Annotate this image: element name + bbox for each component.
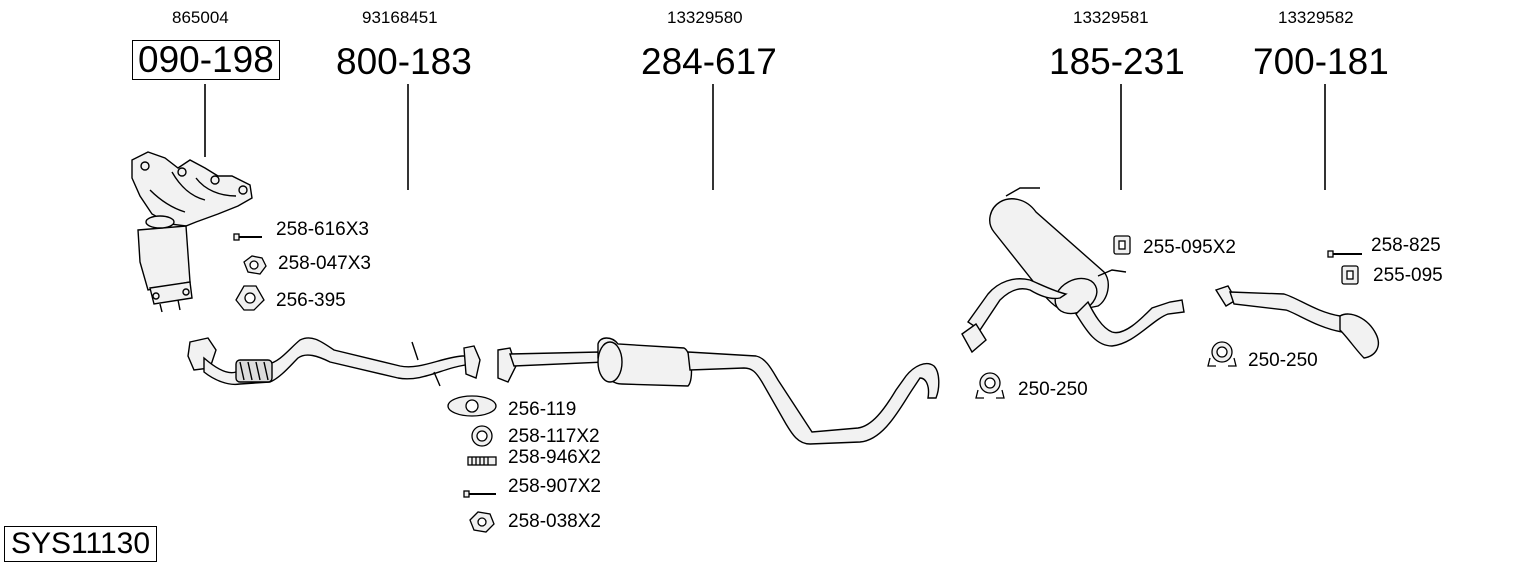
accessory-label[interactable]: 250-250 [1018,379,1088,400]
gasket-icon [447,395,497,417]
accessory-label[interactable]: 255-095 [1373,265,1443,286]
manifold-catalyst-drawing[interactable] [131,151,253,313]
part-number-rear-silencer[interactable]: 185-231 [1049,41,1185,82]
rubber-hanger-icon [1113,235,1131,255]
middle-pipe-drawing[interactable] [497,337,940,445]
spring-icon [467,456,497,466]
front-pipe-drawing[interactable] [187,337,481,387]
oem-number-manifold: 865004 [172,8,229,27]
oem-number-rear-silencer: 13329581 [1073,8,1149,27]
part-number-tail-pipe[interactable]: 700-181 [1253,41,1389,82]
accessory-label[interactable]: 258-616X3 [276,219,369,240]
clamp-icon [975,372,1005,399]
system-id-label: SYS11130 [4,526,157,562]
bolt-icon [463,490,496,498]
tail-pipe-drawing[interactable] [1214,285,1380,359]
rubber-hanger-icon [1341,265,1359,285]
accessory-label[interactable]: 258-907X2 [508,476,601,497]
bolt-icon [1327,250,1362,258]
ring-icon [471,425,493,447]
clamp-icon [1207,341,1237,367]
part-number-middle-pipe[interactable]: 284-617 [641,41,777,82]
bolt-icon [233,233,262,241]
part-number-front-pipe[interactable]: 800-183 [336,41,472,82]
oem-number-tail-pipe: 13329582 [1278,8,1354,27]
nut-icon [243,255,267,275]
oem-number-middle-pipe: 13329580 [667,8,743,27]
accessory-label[interactable]: 250-250 [1248,350,1318,371]
rear-silencer-drawing[interactable] [961,187,1185,354]
accessory-label[interactable]: 258-117X2 [508,426,600,447]
accessory-label[interactable]: 256-395 [276,290,346,311]
gasket-icon [235,285,265,311]
accessory-label[interactable]: 258-038X2 [508,511,601,532]
part-number-manifold[interactable]: 090-198 [132,40,280,80]
accessory-label[interactable]: 258-047X3 [278,253,371,274]
accessory-label[interactable]: 256-119 [508,399,577,420]
accessory-label[interactable]: 255-095X2 [1143,237,1236,258]
accessory-label[interactable]: 258-825 [1371,235,1441,256]
accessory-label[interactable]: 258-946X2 [508,447,601,468]
nut-icon [469,511,495,533]
oem-number-front-pipe: 93168451 [362,8,438,27]
